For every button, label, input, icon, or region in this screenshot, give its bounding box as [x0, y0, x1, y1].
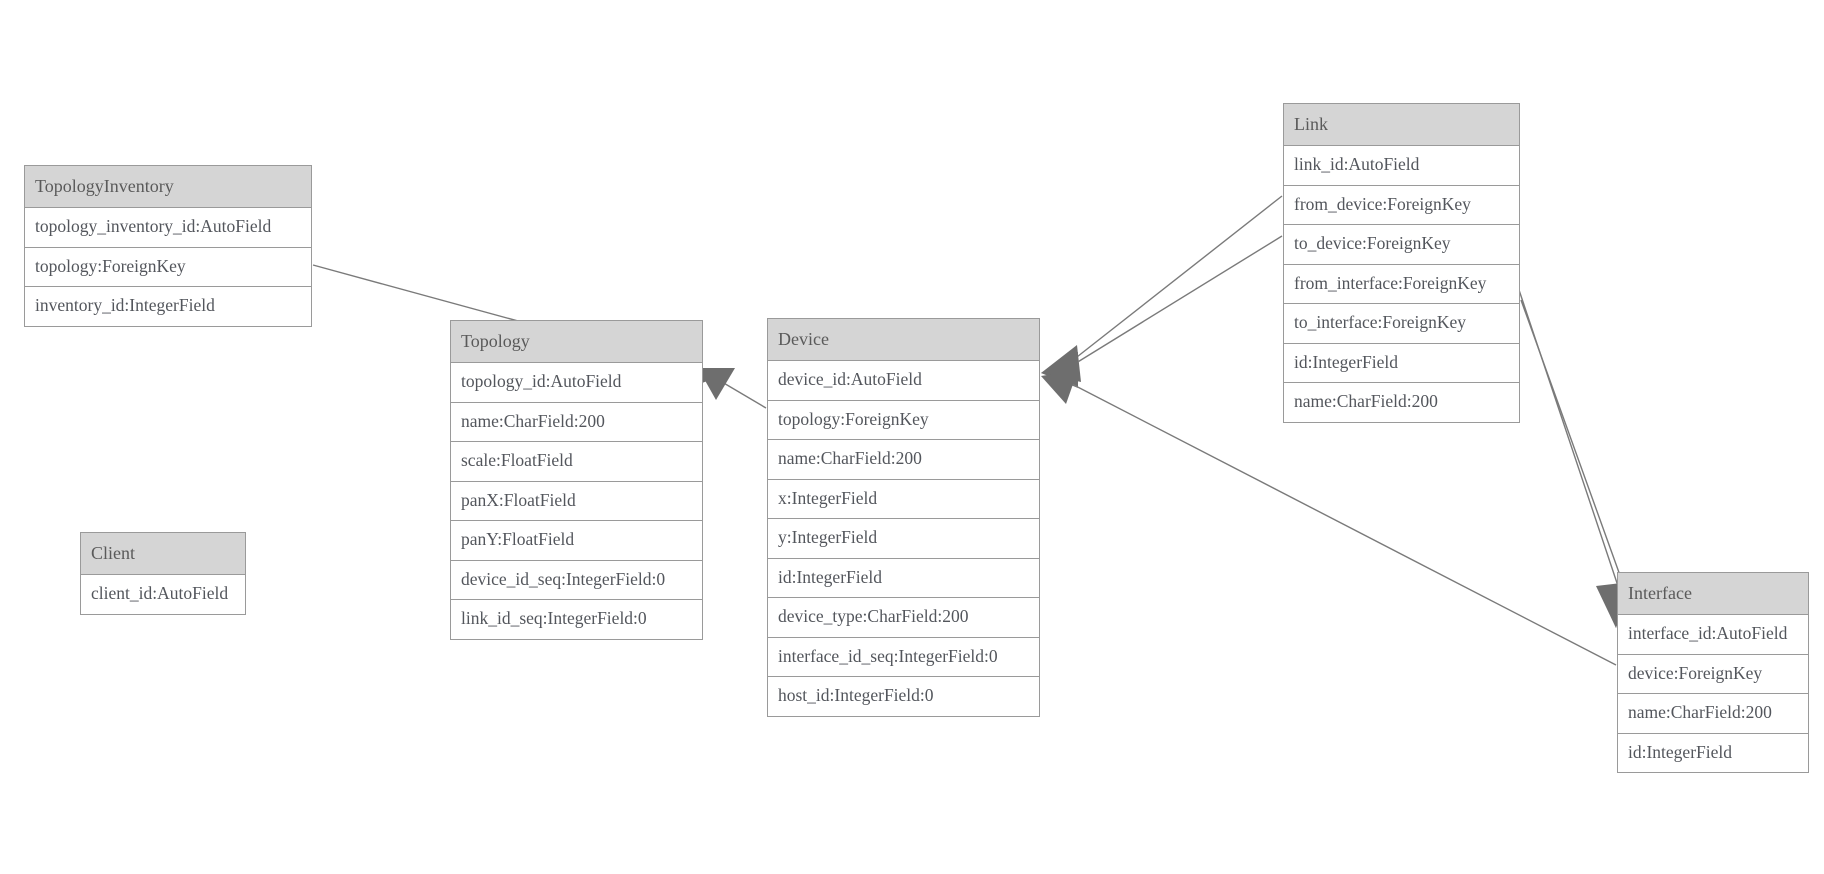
entity-field[interactable]: device_id:AutoField [768, 361, 1039, 401]
entity-field[interactable]: host_id:IntegerField:0 [768, 677, 1039, 716]
entity-field[interactable]: scale:FloatField [451, 442, 702, 482]
entity-field[interactable]: device_id_seq:IntegerField:0 [451, 560, 702, 600]
entity-field[interactable]: topology:ForeignKey [768, 400, 1039, 440]
entity-field[interactable]: panY:FloatField [451, 521, 702, 561]
entity-field[interactable]: from_interface:ForeignKey [1284, 264, 1519, 304]
entity-field[interactable]: y:IntegerField [768, 519, 1039, 559]
edge-link-to-device [1041, 235, 1283, 388]
entity-field[interactable]: to_interface:ForeignKey [1284, 304, 1519, 344]
entity-field[interactable]: link_id_seq:IntegerField:0 [451, 600, 702, 639]
entity-field[interactable]: name:CharField:200 [1284, 383, 1519, 422]
entity-title-link: Link [1284, 104, 1519, 146]
entity-title-topology: Topology [451, 321, 702, 363]
entity-field[interactable]: topology_id:AutoField [451, 363, 702, 403]
entity-field[interactable]: panX:FloatField [451, 481, 702, 521]
entity-field[interactable]: id:IntegerField [1284, 343, 1519, 383]
edge-link-from-device [1041, 195, 1283, 382]
entity-title-client: Client [81, 533, 245, 575]
entity-field[interactable]: inventory_id:IntegerField [25, 287, 311, 326]
entity-title-device: Device [768, 319, 1039, 361]
entity-field[interactable]: device_type:CharField:200 [768, 598, 1039, 638]
entity-title-interface: Interface [1618, 573, 1808, 615]
entity-field[interactable]: link_id:AutoField [1284, 146, 1519, 186]
entity-field[interactable]: x:IntegerField [768, 479, 1039, 519]
entity-field[interactable]: topology:ForeignKey [25, 247, 311, 287]
edge-link-from-interface [1512, 271, 1630, 628]
entity-field[interactable]: topology_inventory_id:AutoField [25, 208, 311, 248]
entity-field[interactable]: name:CharField:200 [768, 440, 1039, 480]
entity-title-topology_inventory: TopologyInventory [25, 166, 311, 208]
entity-field[interactable]: from_device:ForeignKey [1284, 185, 1519, 225]
entity-field[interactable]: interface_id_seq:IntegerField:0 [768, 637, 1039, 677]
entity-field[interactable]: name:CharField:200 [451, 402, 702, 442]
entity-field[interactable]: interface_id:AutoField [1618, 615, 1808, 655]
entity-field[interactable]: device:ForeignKey [1618, 654, 1808, 694]
entity-field[interactable]: to_device:ForeignKey [1284, 225, 1519, 265]
entity-field[interactable]: client_id:AutoField [81, 575, 245, 614]
entity-field[interactable]: id:IntegerField [1618, 733, 1808, 772]
entity-field[interactable]: name:CharField:200 [1618, 694, 1808, 734]
entity-field[interactable]: id:IntegerField [768, 558, 1039, 598]
edge-device-topology [698, 368, 767, 409]
